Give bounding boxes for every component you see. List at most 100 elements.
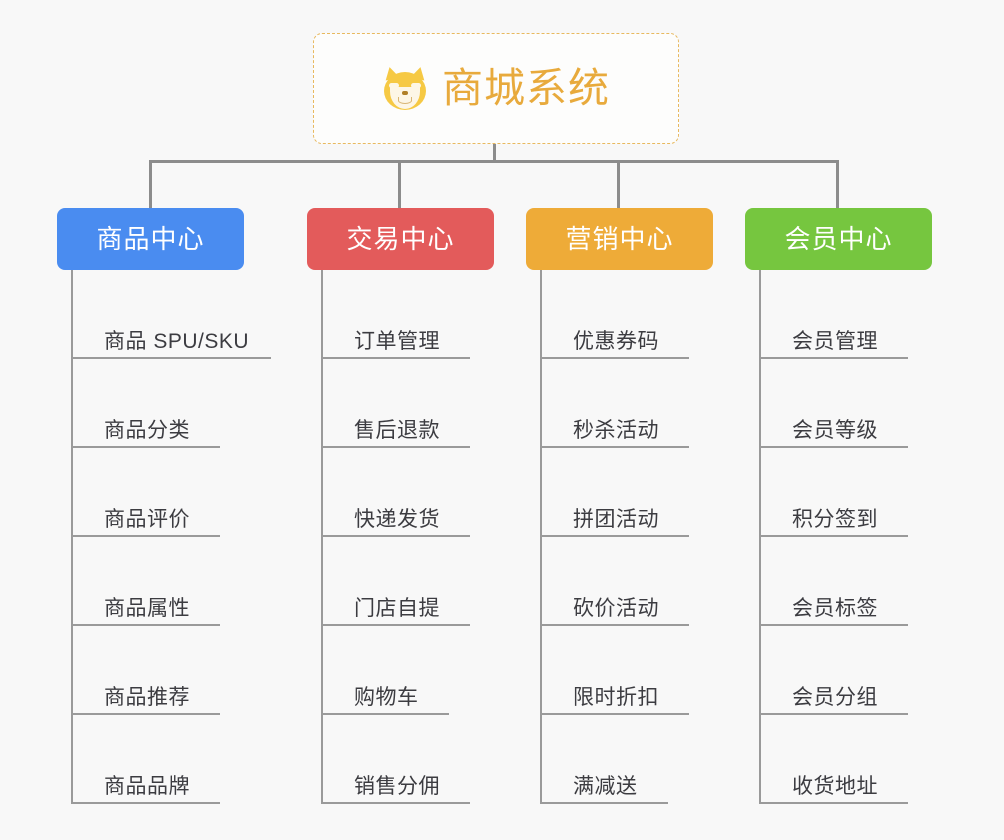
connector-trunk bbox=[493, 144, 496, 162]
leaf-label: 快递发货 bbox=[354, 507, 440, 531]
leaf-spine bbox=[321, 270, 323, 804]
leaf-list-trade: 订单管理 售后退款 快递发货 门店自提 购物车 bbox=[321, 270, 529, 804]
leaf-item[interactable]: 限时折扣 bbox=[540, 626, 748, 715]
connector-busbar bbox=[149, 160, 839, 163]
category-box-product[interactable]: 商品中心 bbox=[57, 208, 244, 270]
leaf-label: 会员管理 bbox=[792, 329, 878, 353]
leaf-rule bbox=[71, 446, 220, 448]
leaf-label: 会员等级 bbox=[792, 418, 878, 442]
connector-drop-1 bbox=[398, 160, 401, 208]
leaf-rule bbox=[71, 535, 220, 537]
leaf-label: 商品推荐 bbox=[104, 685, 190, 709]
leaf-label: 商品评价 bbox=[104, 507, 190, 531]
leaf-rule bbox=[321, 713, 449, 715]
leaf-item[interactable]: 会员管理 bbox=[759, 270, 967, 359]
leaf-list-product: 商品 SPU/SKU 商品分类 商品评价 商品属性 商品推荐 bbox=[71, 270, 289, 804]
leaf-item[interactable]: 售后退款 bbox=[321, 359, 529, 448]
root-node[interactable]: 商城系统 bbox=[313, 33, 679, 144]
leaf-item[interactable]: 拼团活动 bbox=[540, 448, 748, 537]
leaf-item[interactable]: 门店自提 bbox=[321, 537, 529, 626]
leaf-item[interactable]: 收货地址 bbox=[759, 715, 967, 804]
root-title: 商城系统 bbox=[442, 65, 610, 111]
leaf-item[interactable]: 积分签到 bbox=[759, 448, 967, 537]
leaf-label: 销售分佣 bbox=[354, 774, 440, 798]
leaf-item[interactable]: 商品 SPU/SKU bbox=[71, 270, 289, 359]
leaf-label: 优惠券码 bbox=[573, 329, 659, 353]
leaf-item[interactable]: 满减送 bbox=[540, 715, 748, 804]
leaf-rule bbox=[540, 446, 689, 448]
leaf-rule bbox=[759, 357, 908, 359]
connector-drop-2 bbox=[617, 160, 620, 208]
leaf-item[interactable]: 优惠券码 bbox=[540, 270, 748, 359]
leaf-label: 订单管理 bbox=[354, 329, 440, 353]
category-box-member[interactable]: 会员中心 bbox=[745, 208, 932, 270]
leaf-rule bbox=[540, 713, 689, 715]
leaf-label: 满减送 bbox=[573, 774, 638, 798]
leaf-rule bbox=[321, 624, 470, 626]
leaf-rule bbox=[540, 802, 668, 804]
leaf-label: 限时折扣 bbox=[573, 685, 659, 709]
leaf-rule bbox=[759, 713, 908, 715]
leaf-rule bbox=[321, 357, 470, 359]
leaf-rule bbox=[321, 802, 470, 804]
category-label: 交易中心 bbox=[346, 224, 455, 254]
leaf-label: 积分签到 bbox=[792, 507, 878, 531]
connector-drop-0 bbox=[149, 160, 152, 208]
leaf-label: 商品品牌 bbox=[104, 774, 190, 798]
leaf-rule bbox=[71, 624, 220, 626]
branch-column-product: 商品中心 商品 SPU/SKU 商品分类 商品评价 商品属性 bbox=[57, 208, 289, 804]
leaf-list-member: 会员管理 会员等级 积分签到 会员标签 会员分组 bbox=[759, 270, 967, 804]
leaf-item[interactable]: 会员标签 bbox=[759, 537, 967, 626]
leaf-spine bbox=[71, 270, 73, 804]
leaf-label: 门店自提 bbox=[354, 596, 440, 620]
category-box-marketing[interactable]: 营销中心 bbox=[526, 208, 713, 270]
branch-column-marketing: 营销中心 优惠券码 秒杀活动 拼团活动 砍价活动 bbox=[526, 208, 748, 804]
leaf-rule bbox=[71, 713, 220, 715]
leaf-item[interactable]: 秒杀活动 bbox=[540, 359, 748, 448]
leaf-item[interactable]: 会员分组 bbox=[759, 626, 967, 715]
shiba-dog-face-icon bbox=[382, 64, 428, 112]
leaf-item[interactable]: 快递发货 bbox=[321, 448, 529, 537]
leaf-item[interactable]: 砍价活动 bbox=[540, 537, 748, 626]
leaf-rule bbox=[540, 357, 689, 359]
leaf-item[interactable]: 销售分佣 bbox=[321, 715, 529, 804]
branch-column-member: 会员中心 会员管理 会员等级 积分签到 会员标签 bbox=[745, 208, 967, 804]
leaf-label: 商品分类 bbox=[104, 418, 190, 442]
leaf-item[interactable]: 商品品牌 bbox=[71, 715, 289, 804]
leaf-label: 会员标签 bbox=[792, 596, 878, 620]
leaf-rule bbox=[540, 624, 689, 626]
leaf-rule bbox=[759, 624, 908, 626]
leaf-item[interactable]: 商品分类 bbox=[71, 359, 289, 448]
leaf-label: 砍价活动 bbox=[573, 596, 659, 620]
leaf-label: 商品属性 bbox=[104, 596, 190, 620]
leaf-label: 拼团活动 bbox=[573, 507, 659, 531]
leaf-spine bbox=[759, 270, 761, 804]
leaf-rule bbox=[540, 535, 689, 537]
connector-drop-3 bbox=[836, 160, 839, 208]
leaf-item[interactable]: 商品推荐 bbox=[71, 626, 289, 715]
category-label: 营销中心 bbox=[565, 224, 674, 254]
leaf-label: 秒杀活动 bbox=[573, 418, 659, 442]
leaf-rule bbox=[759, 802, 908, 804]
leaf-label: 会员分组 bbox=[792, 685, 878, 709]
leaf-item[interactable]: 订单管理 bbox=[321, 270, 529, 359]
leaf-rule bbox=[759, 535, 908, 537]
leaf-item[interactable]: 商品评价 bbox=[71, 448, 289, 537]
leaf-item[interactable]: 会员等级 bbox=[759, 359, 967, 448]
leaf-list-marketing: 优惠券码 秒杀活动 拼团活动 砍价活动 限时折扣 bbox=[540, 270, 748, 804]
leaf-label: 购物车 bbox=[354, 685, 419, 709]
category-label: 商品中心 bbox=[96, 224, 205, 254]
leaf-item[interactable]: 购物车 bbox=[321, 626, 529, 715]
leaf-item[interactable]: 商品属性 bbox=[71, 537, 289, 626]
leaf-spine bbox=[540, 270, 542, 804]
leaf-label: 商品 SPU/SKU bbox=[104, 329, 250, 353]
category-box-trade[interactable]: 交易中心 bbox=[307, 208, 494, 270]
leaf-rule bbox=[321, 535, 470, 537]
leaf-label: 售后退款 bbox=[354, 418, 440, 442]
leaf-rule bbox=[71, 802, 220, 804]
leaf-label: 收货地址 bbox=[792, 774, 878, 798]
leaf-rule bbox=[71, 357, 271, 359]
category-label: 会员中心 bbox=[784, 224, 893, 254]
leaf-rule bbox=[321, 446, 470, 448]
